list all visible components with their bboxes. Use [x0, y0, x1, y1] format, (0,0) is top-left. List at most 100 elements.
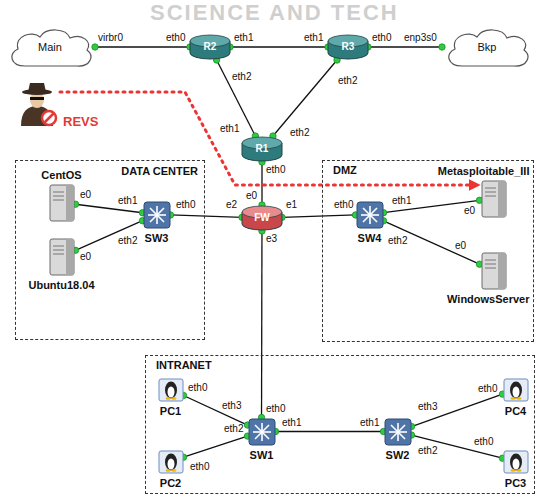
interface-label: eth0 [176, 200, 195, 210]
penguin-foot [165, 397, 170, 400]
network-link [273, 60, 337, 136]
server-slot [53, 249, 64, 250]
switch-icon-shape [248, 418, 276, 446]
penguin-foot [516, 469, 521, 472]
server-icon-shape [480, 252, 508, 290]
interface-label: eth3 [418, 402, 437, 412]
server-slot [53, 245, 64, 246]
switch-arrow [391, 425, 405, 439]
interface-label: e0 [246, 191, 257, 201]
node-label: Main [38, 41, 62, 53]
server-icon: Metasploitable_III [480, 180, 508, 218]
penguin-foot [510, 469, 515, 472]
penguin-foot [171, 397, 176, 400]
node-label: SW2 [386, 449, 410, 461]
interface-label: eth2 [388, 236, 407, 246]
pc-icon-shape [158, 378, 184, 402]
cloud-network: Bkp [442, 25, 532, 69]
interface-label: e0 [80, 190, 91, 200]
interface-label: e0 [455, 241, 466, 251]
penguin-belly [512, 458, 519, 469]
pc-icon: PC3 [503, 450, 529, 474]
penguin-belly [167, 458, 174, 469]
router-icon: R3 [328, 34, 368, 60]
network-link [184, 396, 248, 426]
interface-label: eth0 [266, 165, 285, 175]
hat-crown [28, 83, 46, 92]
switch-icon: SW3 [143, 201, 171, 229]
network-link [412, 394, 503, 426]
interface-label: eth0 [190, 462, 209, 472]
server-body [50, 185, 74, 221]
network-link [282, 215, 356, 217]
server-icon-shape [48, 184, 76, 222]
pc-icon: PC1 [158, 378, 184, 402]
sunglasses [30, 97, 44, 100]
server-slot [53, 199, 64, 200]
network-link [230, 46, 328, 47]
switch-arrow [150, 208, 164, 222]
node-label: Metasploitable_III [438, 165, 530, 177]
switch-arrow [150, 208, 164, 222]
network-link [217, 60, 256, 136]
server-slot [485, 267, 496, 268]
zone-region: DMZMetasploitable_IIISW4WindowsServer [322, 160, 534, 342]
interface-label: e0 [80, 252, 91, 262]
firewall-icon: FW [242, 205, 282, 231]
server-side [66, 185, 74, 221]
interface-label: eth1 [304, 33, 323, 43]
switch-arrow [363, 208, 377, 222]
node-label: FW [254, 212, 270, 224]
switch-body [144, 202, 170, 228]
node-label: REVS [63, 115, 98, 129]
network-link [412, 435, 503, 458]
network-link [171, 215, 243, 217]
switch-arrow [255, 425, 269, 439]
router-icon: R2 [190, 34, 230, 60]
server-body [50, 239, 74, 275]
network-link [276, 431, 384, 432]
interface-label: eth2 [290, 128, 309, 138]
node-label: Bkp [478, 41, 497, 53]
pc-icon: PC4 [503, 378, 529, 402]
server-slot [485, 263, 496, 264]
pc-frame [504, 451, 528, 473]
switch-icon-shape [143, 201, 171, 229]
pc-frame [159, 451, 183, 473]
pc-icon: PC2 [158, 450, 184, 474]
penguin-foot [510, 397, 515, 400]
interface-label: eth1 [392, 196, 411, 206]
interface-label: virbr0 [98, 33, 123, 43]
interface-label: eth0 [188, 383, 207, 393]
pc-icon-shape [503, 450, 529, 474]
server-slot [53, 191, 64, 192]
server-slot [485, 191, 496, 192]
interface-label: eth2 [232, 72, 251, 82]
penguin-body [165, 453, 177, 470]
server-side [66, 239, 74, 275]
interface-label: eth1 [234, 33, 253, 43]
server-body [482, 181, 506, 217]
cloud-network: Main [5, 25, 95, 69]
interface-label: e1 [286, 200, 297, 210]
node-label: PC3 [505, 477, 526, 489]
server-side [498, 253, 506, 289]
interface-label: eth0 [334, 200, 353, 210]
router-icon: R1 [242, 136, 282, 162]
server-icon: Ubuntu18.04 [48, 238, 76, 276]
penguin-belly [167, 386, 174, 397]
node-label: WindowsServer [447, 293, 529, 305]
attacker-icon-shape [15, 80, 60, 128]
switch-icon-shape [356, 201, 384, 229]
switch-icon-shape [384, 418, 412, 446]
forbidden-bar [45, 114, 54, 123]
server-slot [53, 195, 64, 196]
interface-label: eth0 [266, 404, 285, 414]
switch-icon: SW4 [356, 201, 384, 229]
interface-label: eth2 [118, 236, 137, 246]
interface-label: eth1 [118, 196, 137, 206]
interface-dot [92, 44, 98, 50]
server-icon-shape [480, 180, 508, 218]
interface-dot [439, 44, 445, 50]
